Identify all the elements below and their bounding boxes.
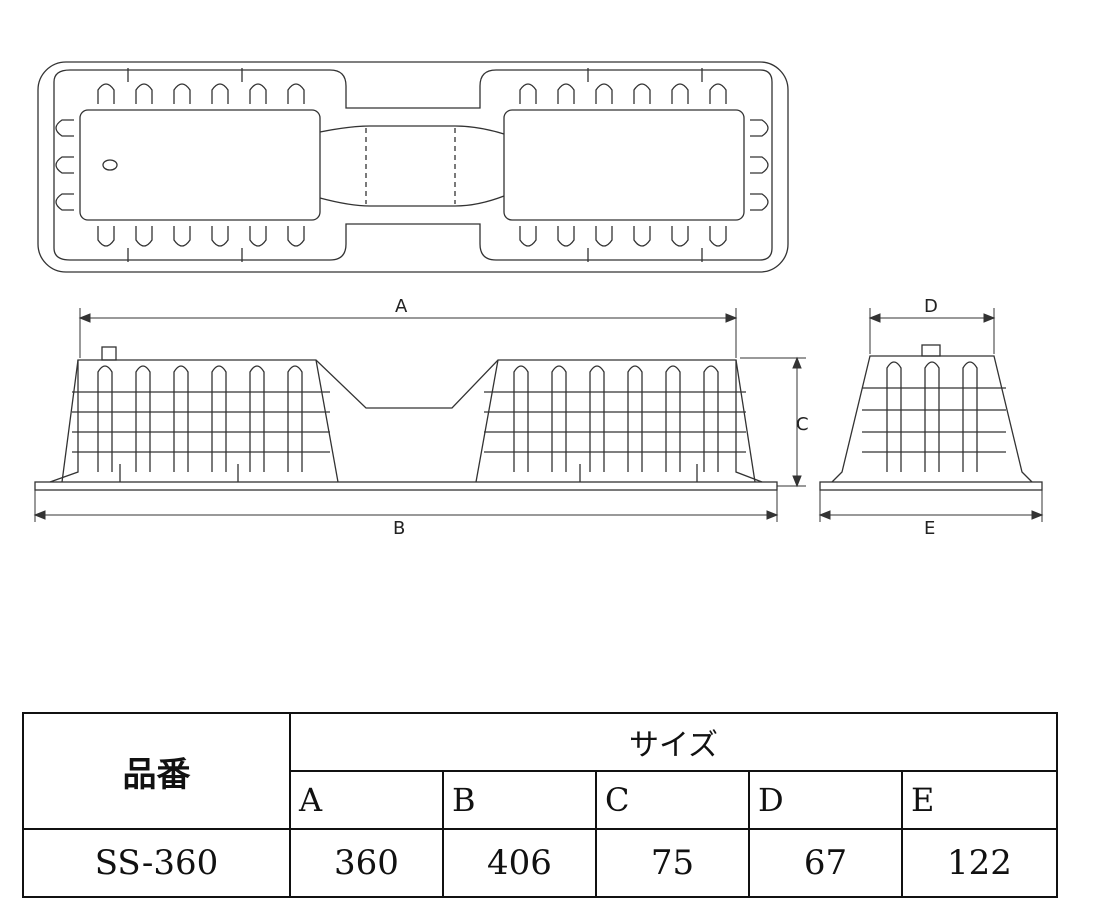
column-header-e: E [900, 770, 1059, 830]
rib-bump [135, 226, 153, 247]
rib-bump [249, 226, 267, 247]
right-inner-panel [503, 109, 745, 221]
top-view [37, 61, 789, 273]
mounting-hole [102, 159, 118, 171]
rib-bump [173, 226, 191, 247]
side-view-tab [921, 344, 941, 357]
value-cell-e: 122 [900, 828, 1059, 898]
dimension-label-a: A [395, 296, 408, 317]
side-view-base [819, 481, 1043, 491]
rib-bump [671, 226, 689, 247]
size-header: サイズ [288, 712, 1059, 772]
rib-bump [595, 83, 613, 104]
rib-bump [249, 83, 267, 104]
top-view-outline [37, 61, 789, 273]
rib-bump [671, 83, 689, 104]
value-cell-c: 75 [595, 828, 750, 898]
grid-rib [97, 365, 113, 472]
dimension-label-d: D [924, 296, 938, 317]
front-view-left-block [61, 359, 339, 483]
front-view-tab [101, 346, 117, 361]
technical-drawing: A B C D E [33, 61, 1044, 539]
front-view-base [34, 481, 778, 491]
center-bridge [319, 125, 505, 207]
side-view [819, 344, 1043, 491]
grid-rib [249, 365, 265, 472]
column-header-c: C [595, 770, 750, 830]
rib-bump [55, 156, 74, 174]
grid-rib [924, 361, 940, 472]
grid-rib [287, 365, 303, 472]
rib-bump [557, 226, 575, 247]
rib-bump [287, 83, 305, 104]
left-inner-panel [79, 109, 321, 221]
grid-rib [211, 365, 227, 472]
front-view-body-outline [49, 359, 763, 483]
front-view-grid [72, 365, 746, 482]
product-number-header: 品番 [22, 712, 291, 830]
dimension-lines [33, 308, 1044, 522]
rib-bump [557, 83, 575, 104]
column-header-a: A [289, 770, 444, 830]
grid-rib [703, 365, 719, 472]
spec-table: 品番 サイズ A B C D E SS-360 360 406 75 67 12… [22, 712, 1059, 898]
dimension-label-b: B [393, 518, 405, 539]
rib-bump [287, 226, 305, 247]
rib-bump [211, 83, 229, 104]
rib-bump [173, 83, 191, 104]
grid-rib [135, 365, 151, 472]
value-cell-a: 360 [289, 828, 444, 898]
rib-bump [55, 119, 74, 137]
rib-bump [519, 83, 537, 104]
rib-bump [211, 226, 229, 247]
grid-rib [513, 365, 529, 472]
rib-bump [750, 193, 769, 211]
value-cell-b: 406 [442, 828, 597, 898]
column-header-b: B [442, 770, 597, 830]
side-view-grid [862, 361, 1006, 472]
rib-bump [97, 83, 115, 104]
grid-rib [886, 361, 902, 472]
grid-rib [627, 365, 643, 472]
dimension-label-c: C [796, 414, 809, 435]
rib-bump [750, 156, 769, 174]
top-view-ribs [55, 68, 769, 262]
front-view [34, 346, 778, 491]
value-cell-d: 67 [748, 828, 903, 898]
rib-bump [97, 226, 115, 247]
front-view-right-block [475, 359, 756, 483]
rib-bump [750, 119, 769, 137]
rib-bump [633, 226, 651, 247]
column-header-d: D [748, 770, 903, 830]
product-number-cell: SS-360 [22, 828, 291, 898]
grid-rib [551, 365, 567, 472]
dimension-labels: A B C D E [393, 296, 938, 539]
grid-rib [962, 361, 978, 472]
grid-rib [589, 365, 605, 472]
grid-rib [173, 365, 189, 472]
side-view-body-outline [831, 355, 1033, 483]
rib-bump [709, 226, 727, 247]
rib-bump [633, 83, 651, 104]
rib-bump [709, 83, 727, 104]
top-view-inner-frame [53, 69, 773, 261]
rib-bump [135, 83, 153, 104]
rib-bump [55, 193, 74, 211]
grid-rib [665, 365, 681, 472]
rib-bump [519, 226, 537, 247]
dimension-label-e: E [924, 518, 935, 539]
rib-bump [595, 226, 613, 247]
